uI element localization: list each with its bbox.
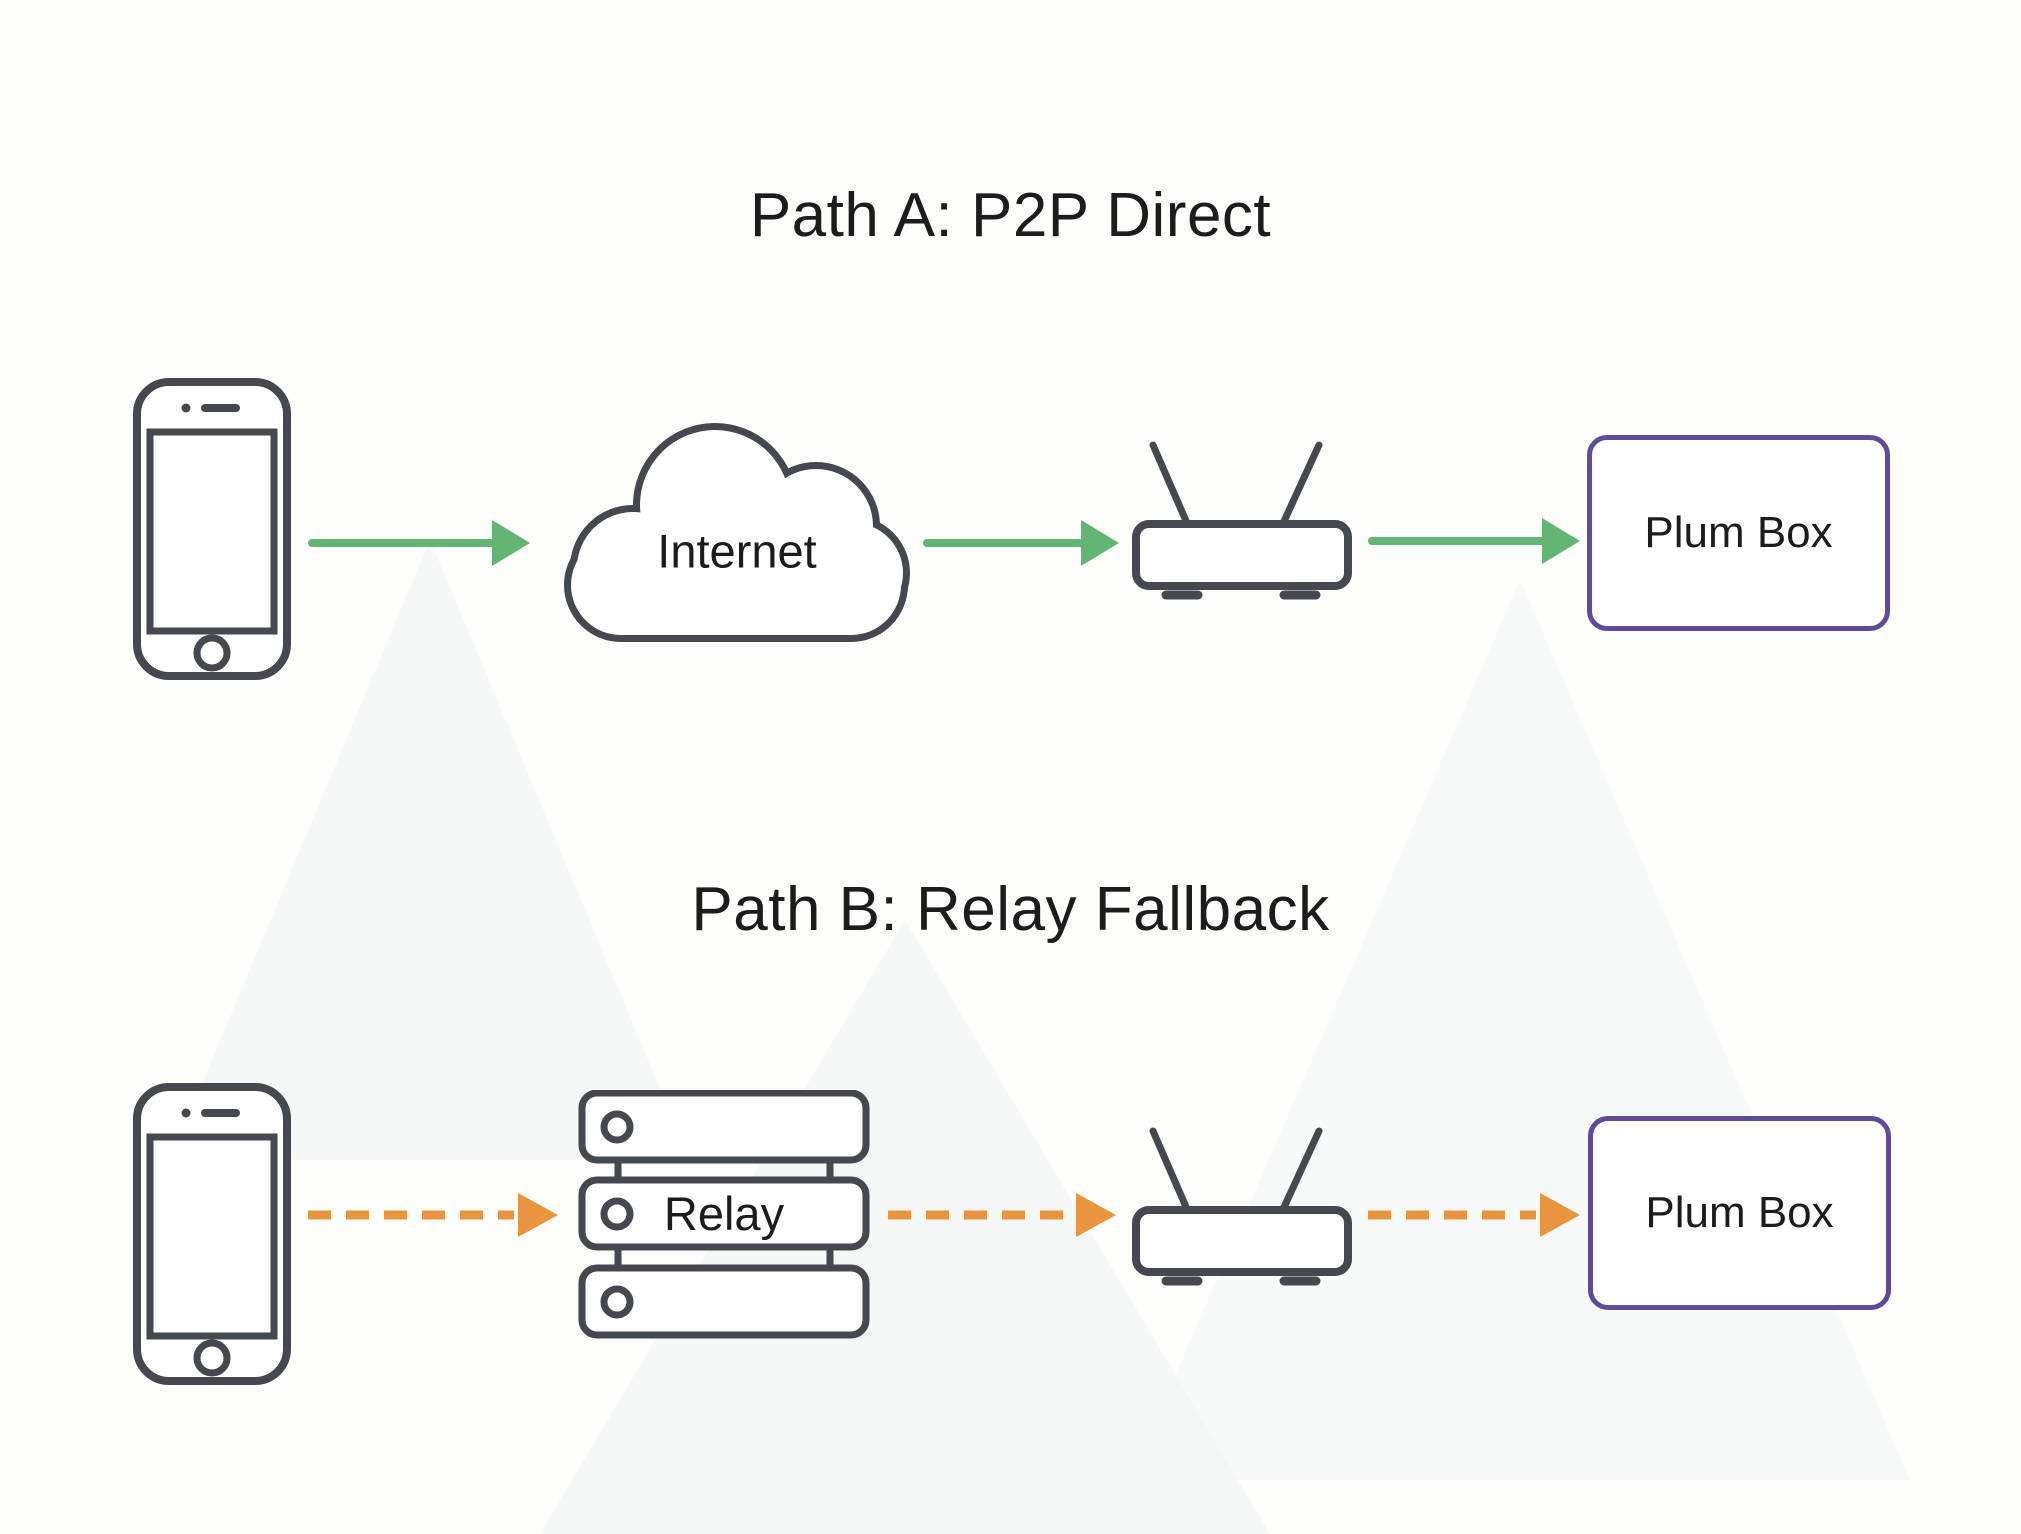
relay-label: Relay [663,1187,785,1240]
arrow-head-icon [1076,1193,1116,1237]
plum-box-node: Plum Box [1588,1116,1891,1310]
plum-box-label: Plum Box [1645,1188,1834,1237]
internet-cloud-icon: Internet [563,423,911,648]
direct-path-arrow [923,520,1119,566]
relay-path-arrow [308,1192,558,1238]
plum-box-label: Plum Box [1644,508,1833,557]
background-triangle [1130,580,1910,1480]
internet-label: Internet [657,524,817,578]
arrow-head-icon [518,1193,558,1237]
relay-path-arrow [888,1192,1116,1238]
arrow-head-icon [492,520,530,566]
arrow-line [923,539,1093,547]
path-a-title: Path A: P2P Direct [749,181,1272,250]
arrow-dashed-line [308,1210,514,1220]
arrow-head-icon [1542,518,1580,564]
relay-server-icon: Relay [578,1090,870,1342]
phone-icon [132,1082,292,1386]
direct-path-arrow [308,520,530,566]
arrow-line [1368,537,1554,545]
relay-path-arrow [1368,1192,1580,1238]
arrow-head-icon [1540,1193,1580,1237]
phone-icon [132,377,292,681]
arrow-head-icon [1081,520,1119,566]
wifi-router-icon [1132,1124,1352,1289]
arrow-line [308,539,504,547]
direct-path-arrow [1368,518,1580,564]
plum-box-node: Plum Box [1587,435,1890,631]
wifi-router-icon [1132,438,1352,603]
arrow-dashed-line [1368,1210,1536,1220]
path-b-title: Path B: Relay Fallback [691,875,1330,944]
arrow-dashed-line [888,1210,1072,1220]
